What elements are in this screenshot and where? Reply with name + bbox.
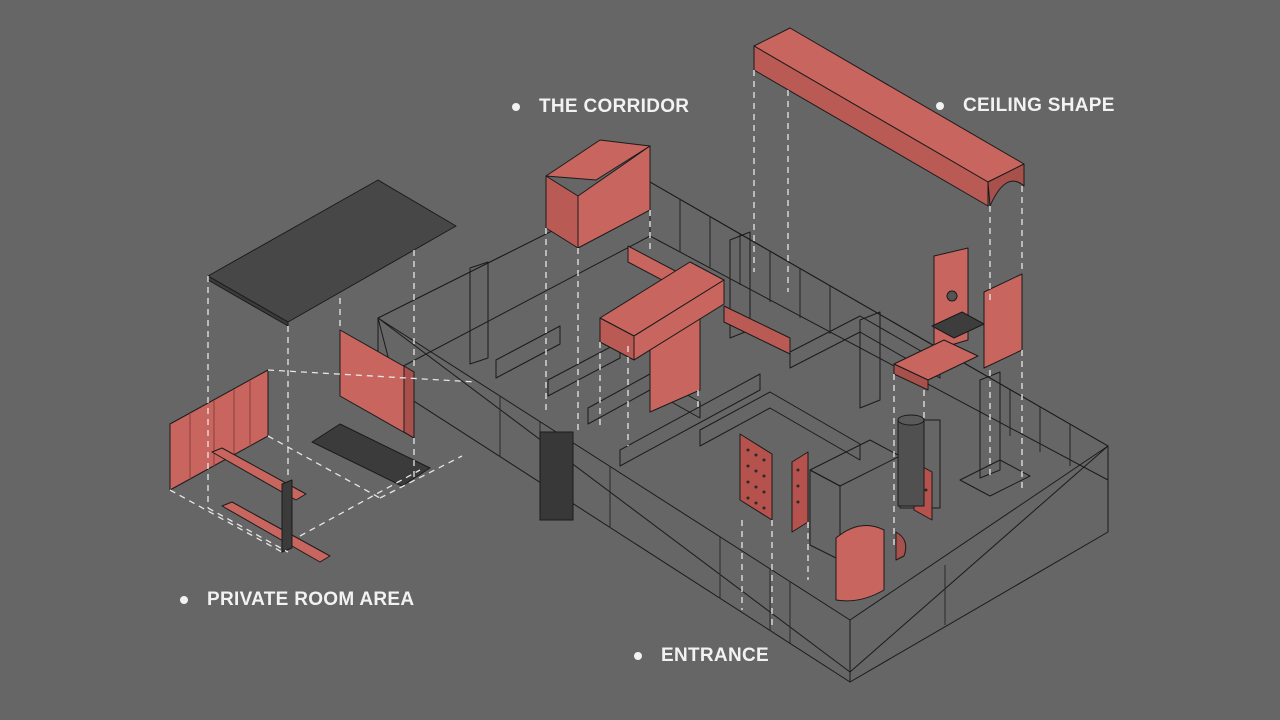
ceiling-shape-front <box>753 45 989 207</box>
booth-elements <box>893 247 1023 391</box>
corridor-red-wall-right <box>723 305 791 355</box>
label-text: CEILING SHAPE <box>963 95 1115 116</box>
ceiling-shape-arch-end <box>987 163 1025 207</box>
ceiling-shape-element <box>753 27 1025 207</box>
wall-panel-lines <box>679 199 1071 466</box>
label-private-room-area: PRIVATE ROOM AREA <box>180 589 414 611</box>
outer-wall-front-left <box>377 317 851 683</box>
interior-walls <box>469 231 1001 509</box>
booth-bench-front <box>893 363 929 391</box>
perforated-screen-pattern <box>746 448 928 510</box>
corridor-box-front <box>545 175 579 249</box>
corridor-beam-side <box>633 279 725 361</box>
label-the-corridor: THE CORRIDOR <box>512 96 689 118</box>
projection-lines <box>169 70 1023 628</box>
label-ceiling-shape: CEILING SHAPE <box>936 95 1115 117</box>
bullet-dot <box>180 596 188 604</box>
entrance-round-red-cap <box>895 531 907 561</box>
red-screen-left <box>739 433 773 521</box>
red-screen-mid <box>791 451 809 533</box>
bullet-dot <box>512 103 520 111</box>
outer-wall-front-right <box>849 445 1109 683</box>
private-room-dark-bench <box>311 423 431 487</box>
main-floor-plan <box>377 181 1109 683</box>
private-room-post <box>281 479 293 553</box>
label-entrance: ENTRANCE <box>634 645 769 667</box>
front-door <box>539 431 574 521</box>
label-text: PRIVATE ROOM AREA <box>207 589 415 610</box>
private-room-panel-joints <box>189 380 251 479</box>
label-text: THE CORRIDOR <box>539 96 690 117</box>
entrance-round-red-wall <box>835 525 885 602</box>
private-room-red-wall <box>339 329 415 439</box>
bullet-dot <box>634 652 642 660</box>
private-room-elements <box>169 179 457 563</box>
bullet-dot <box>936 102 944 110</box>
label-text: ENTRANCE <box>661 645 769 666</box>
booth-seat-dark <box>931 311 985 339</box>
booth-lamp <box>946 290 958 302</box>
private-room-red-wall-edge <box>403 365 415 439</box>
floor-slab <box>377 181 1109 673</box>
corridor-elements <box>545 139 725 361</box>
round-column <box>897 414 925 507</box>
private-room-red-bench-lower <box>221 501 331 563</box>
